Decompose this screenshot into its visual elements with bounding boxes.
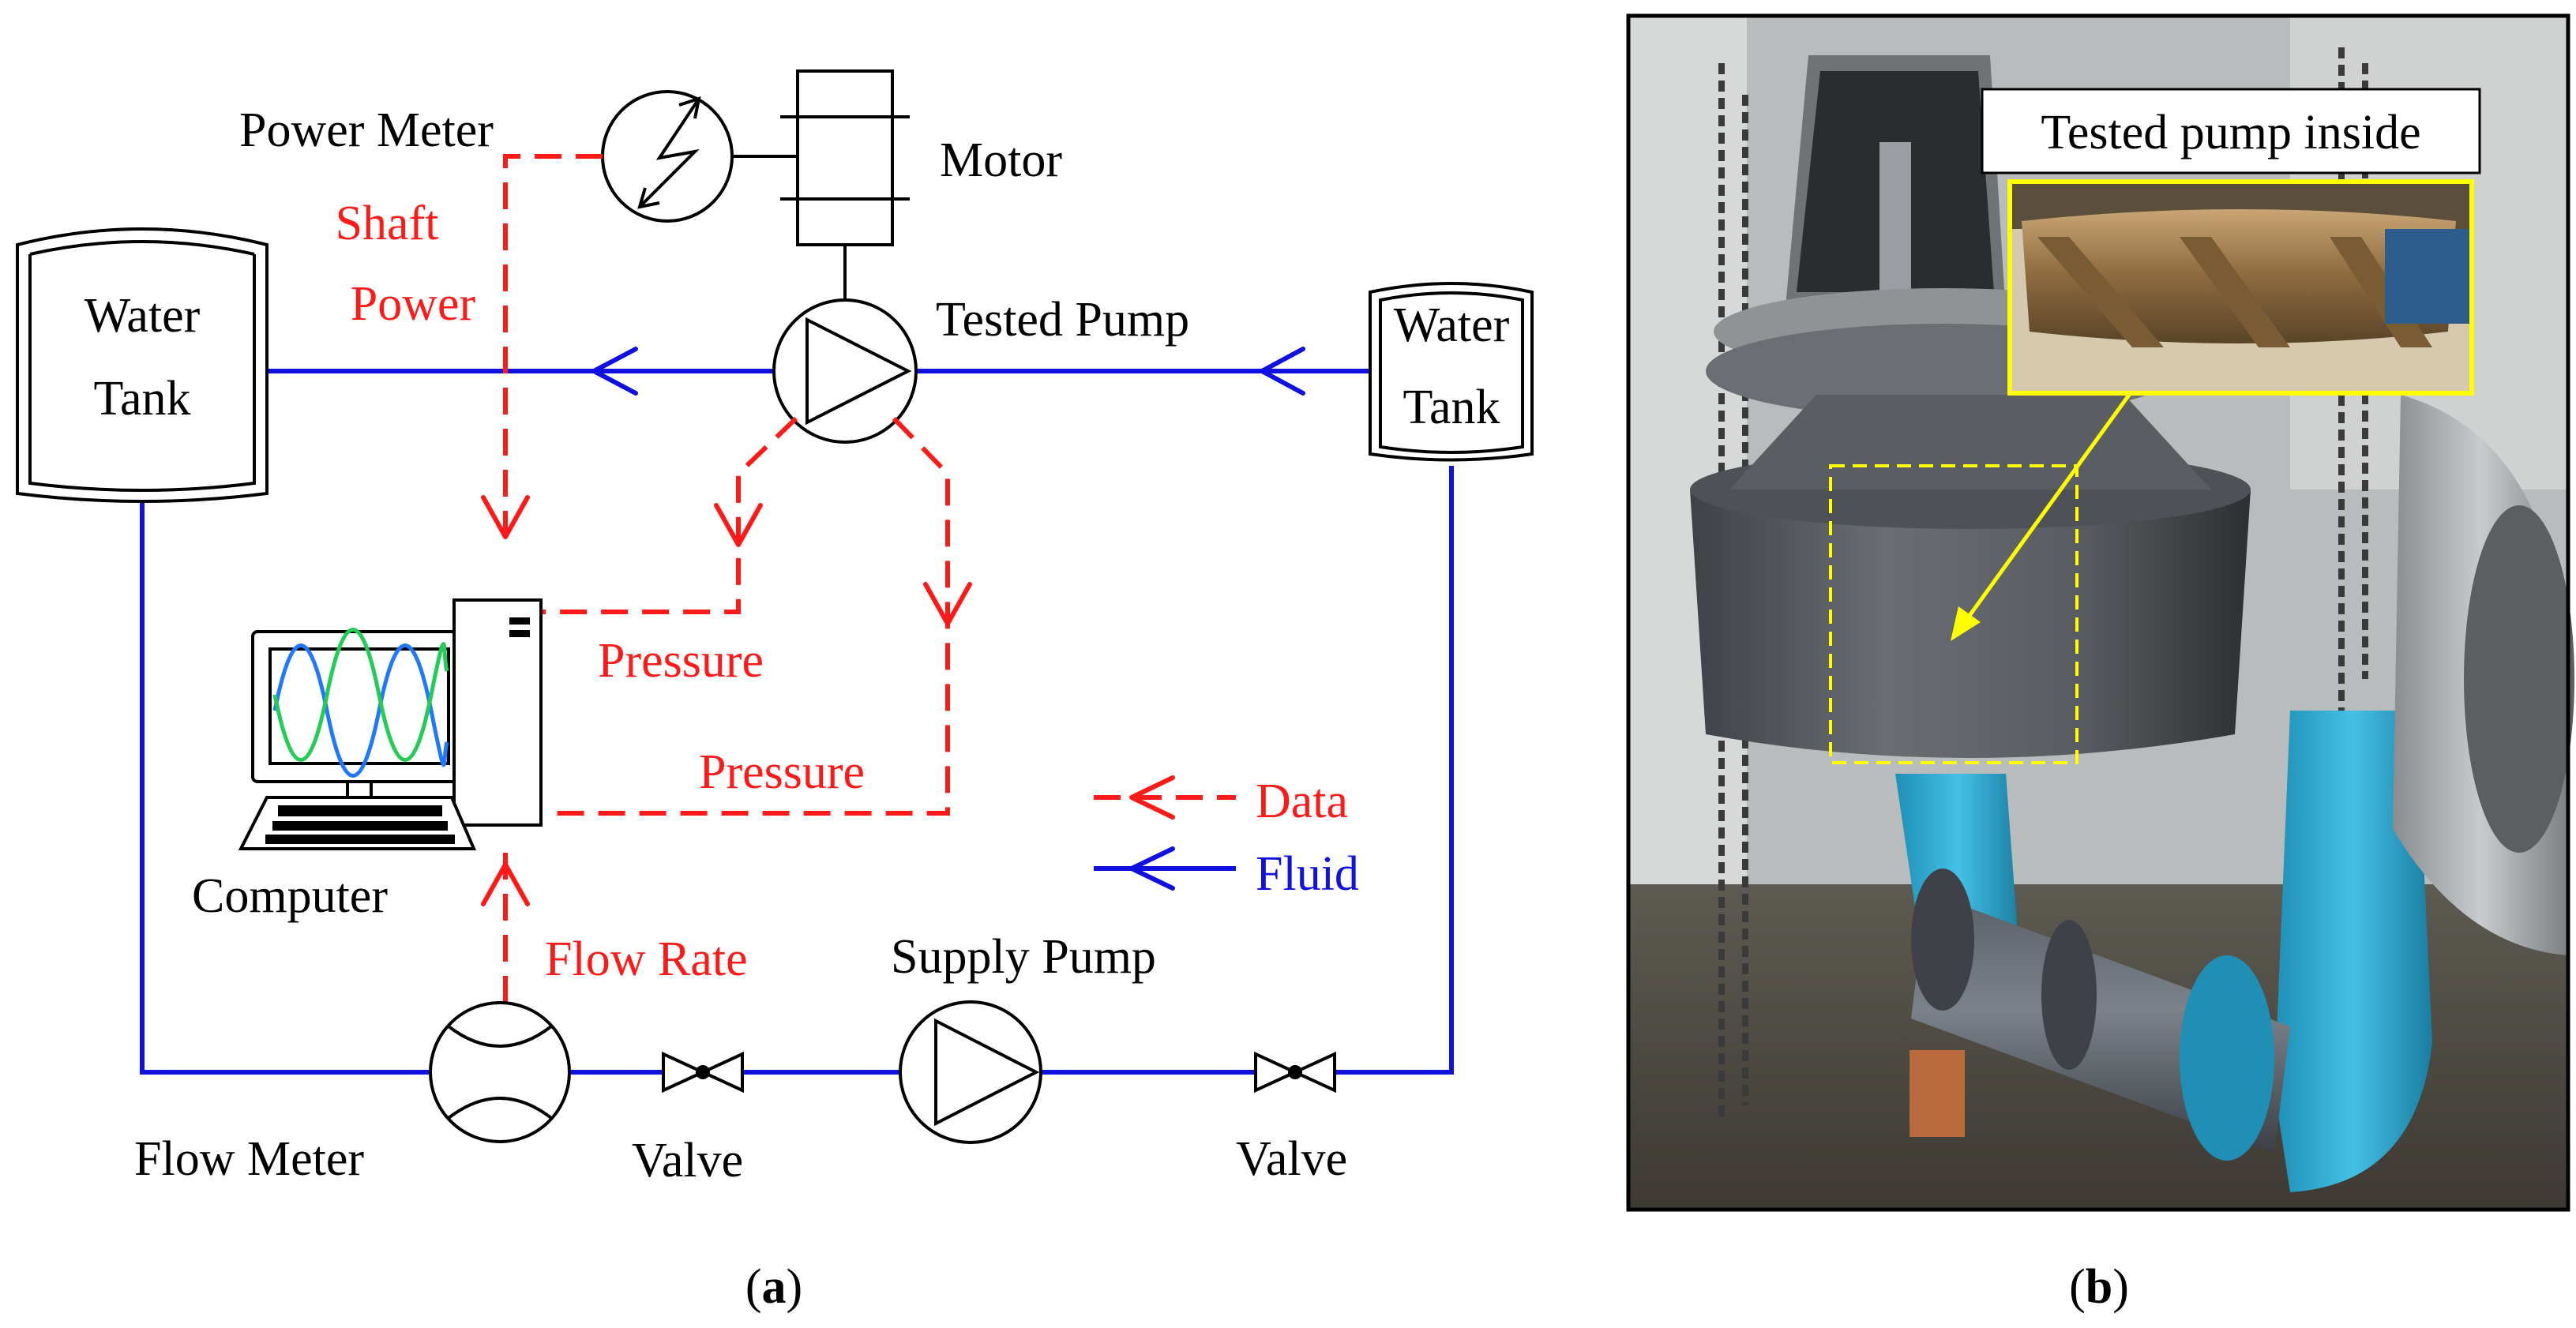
flow-meter-label: Flow Meter [134, 1132, 364, 1186]
left-valve-label: Valve [632, 1134, 743, 1187]
callout-label: Tested pump inside [2041, 106, 2420, 159]
tested-pump-label: Tested Pump [936, 293, 1189, 347]
flow-meter: Flow Meter [134, 1001, 571, 1186]
computer-label: Computer [192, 869, 388, 923]
shaft-power-arrow [481, 495, 530, 539]
fluid-direction-arrow-right [1260, 347, 1305, 396]
left-tank-label-1: Water [84, 289, 201, 343]
photo-motor-frame [1785, 55, 2006, 316]
pressure-2-arrow [923, 582, 972, 626]
right-valve: Valve [1236, 1051, 1347, 1186]
impeller-inset-frame [2007, 179, 2474, 396]
caption-b: (b) [2069, 1260, 2129, 1314]
fluid-direction-arrow-left [591, 347, 638, 396]
shaft-power-data-line [503, 154, 603, 545]
right-tank-label-2: Tank [1403, 381, 1500, 434]
photo-panel: Tested pump inside (b) [1626, 13, 2574, 1314]
tested-pump: Tested Pump [772, 293, 1189, 444]
legend-fluid-arrow [1129, 846, 1175, 891]
motor: Motor [780, 69, 1062, 316]
right-water-tank: Water Tank [1369, 282, 1534, 462]
left-valve: Valve [632, 1051, 744, 1187]
left-tank-label-2: Tank [93, 372, 190, 426]
schematic-panel: Water Tank Water Tank Motor Power Meter [16, 69, 1534, 1314]
caption-a: (a) [745, 1260, 802, 1314]
right-valve-label: Valve [1236, 1132, 1347, 1186]
power-meter-label: Power Meter [239, 103, 494, 157]
fluid-loop [140, 347, 1454, 1075]
photo-frame [1626, 13, 2570, 1212]
screen-wave-green [272, 628, 449, 762]
power-label: Power [351, 277, 476, 331]
flow-rate-label: Flow Rate [545, 932, 748, 986]
supply-pump: Supply Pump [891, 930, 1156, 1144]
computer: Computer [192, 598, 543, 923]
pressure-1-label: Pressure [598, 634, 764, 688]
legend-data-arrow [1129, 775, 1175, 820]
callout-box [1981, 88, 2481, 174]
pressure-2-label: Pressure [699, 745, 865, 799]
legend-fluid-label: Fluid [1256, 847, 1359, 901]
highlight-pointer-line [1962, 376, 2144, 624]
tested-pump-highlight-box [1829, 464, 2078, 764]
screen-wave-blue [272, 643, 449, 778]
impeller-inset [2007, 179, 2474, 396]
supply-pump-label: Supply Pump [891, 930, 1156, 984]
shaft-label: Shaft [336, 197, 439, 250]
pressure-1-arrow [714, 503, 763, 547]
fluid-line-right-tank-down [1335, 466, 1454, 1075]
photo-cyan-elbow-right [2274, 711, 2432, 1192]
fluid-line-left-tank-down [140, 493, 430, 1075]
highlight-pointer-head [1951, 606, 1981, 641]
keyboard-keys [265, 805, 455, 844]
legend: Data Fluid [1094, 775, 1359, 901]
pressure-2-data-line [545, 416, 950, 816]
right-tank-label-1: Water [1394, 298, 1510, 352]
data-lines [481, 154, 972, 1003]
motor-label: Motor [940, 133, 1062, 187]
left-water-tank: Water Tank [16, 227, 268, 503]
flow-rate-arrow [481, 862, 530, 906]
legend-data-label: Data [1256, 775, 1348, 828]
